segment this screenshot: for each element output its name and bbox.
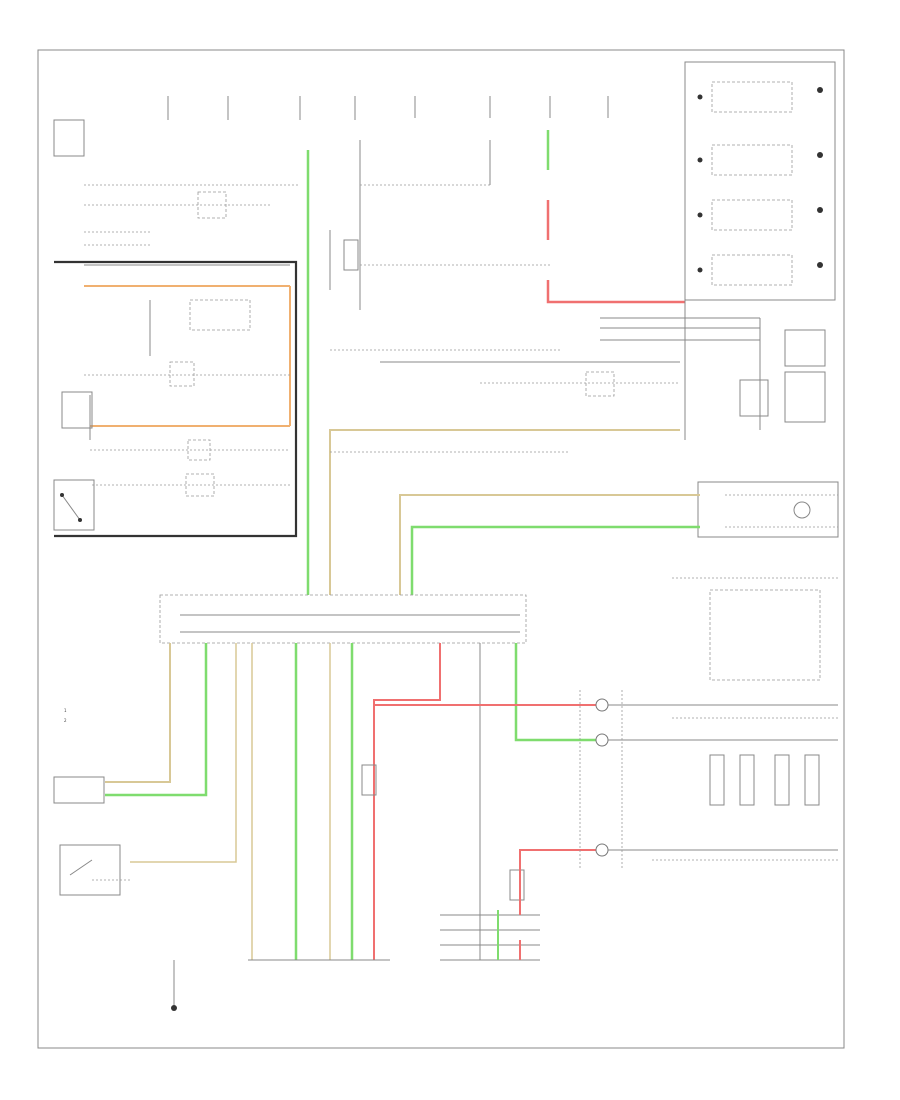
steering-pad-switch	[595, 577, 838, 870]
hazard-switch	[53, 776, 105, 804]
legend-key-2: 2	[64, 718, 67, 723]
top-bus-wires	[329, 140, 550, 310]
center-module	[159, 594, 527, 644]
audio-unit	[440, 910, 540, 961]
top-fuse-terminals	[167, 96, 609, 120]
lower-left-relay	[59, 844, 130, 896]
legend-key-1: 1	[64, 708, 67, 713]
ground-symbol	[171, 960, 177, 1011]
green-wire-clock	[410, 525, 700, 595]
legend: 1 2	[64, 708, 67, 723]
orange-wires	[84, 285, 291, 427]
red-wire-top	[546, 280, 685, 304]
tail-circuit-border	[54, 260, 298, 538]
red-wire-audio	[519, 849, 600, 915]
combination-meter	[330, 300, 826, 440]
tail-relay-components	[61, 299, 290, 497]
ignition-switch	[53, 479, 95, 531]
diagram-frame	[37, 49, 845, 1049]
headlight-switch-block	[53, 119, 300, 266]
module-output-wires	[105, 643, 600, 960]
illumination-lamps	[684, 61, 836, 301]
bottom-connectors	[248, 764, 525, 961]
clock-block	[697, 481, 839, 538]
tan-wire-meter	[329, 429, 680, 595]
tan-wire-clock	[399, 494, 700, 595]
